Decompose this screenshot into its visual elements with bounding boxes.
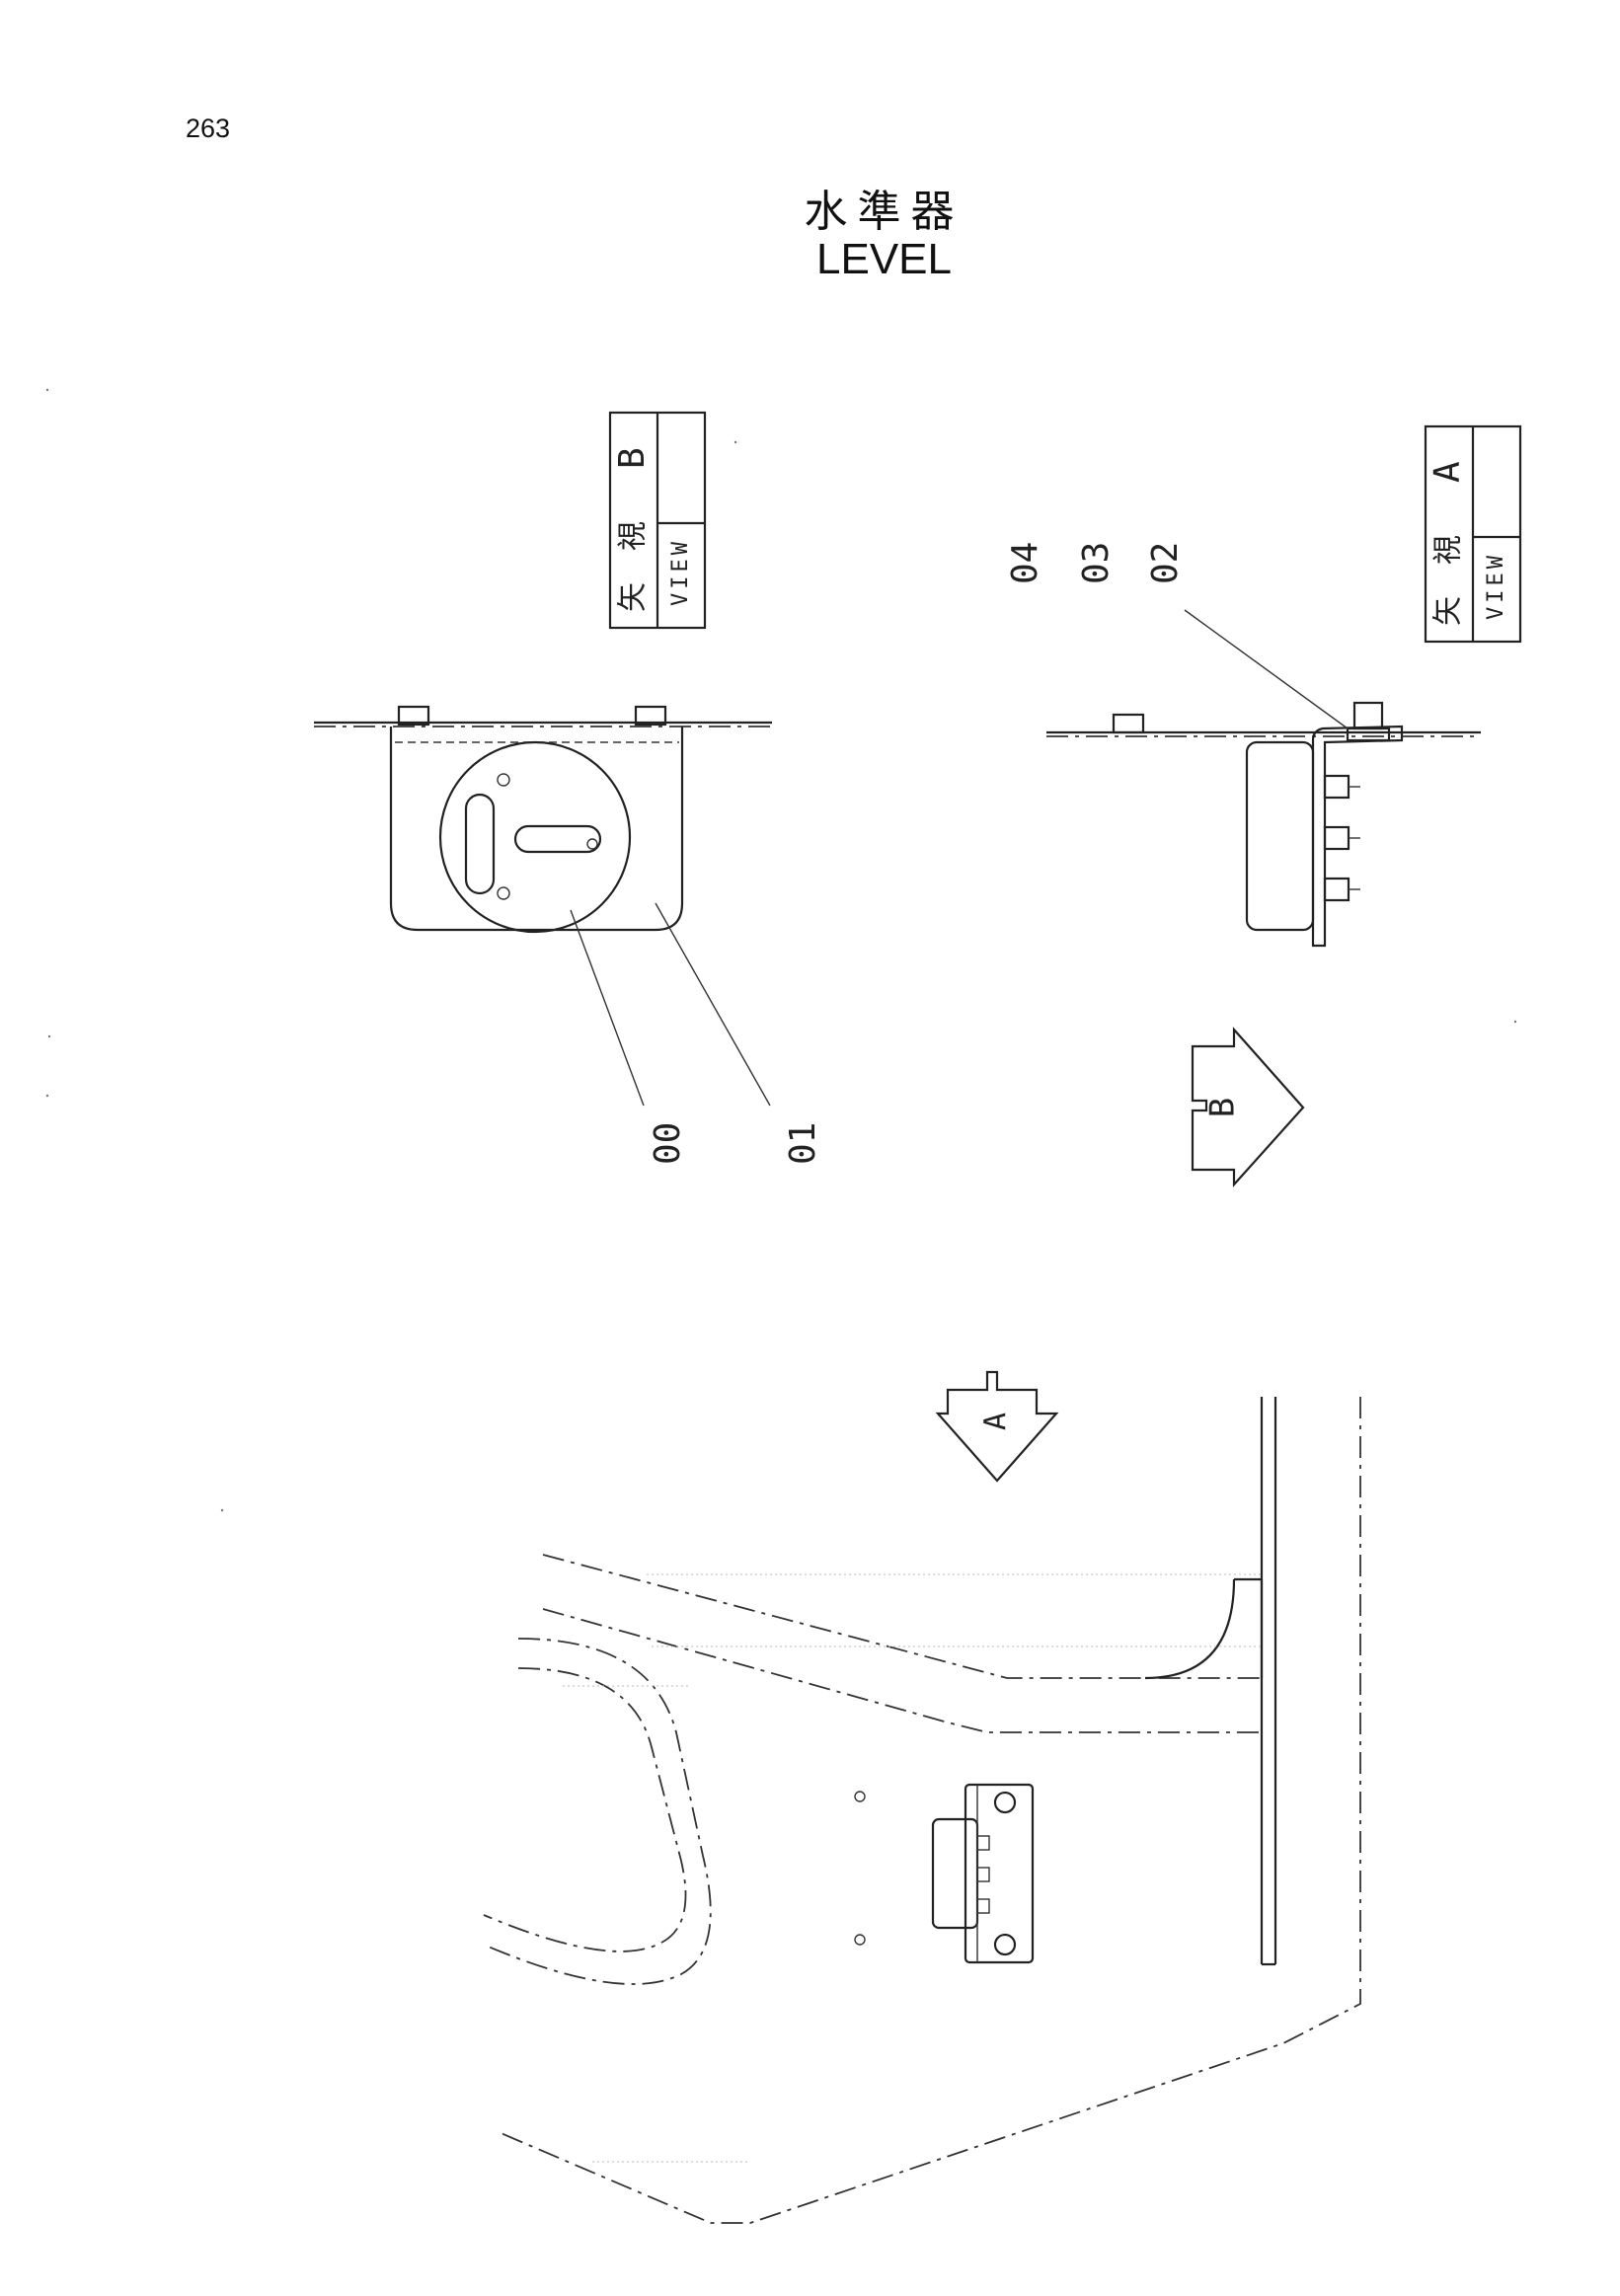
view-b-word: VIEW <box>668 538 693 606</box>
view-a-word: VIEW <box>1484 552 1508 620</box>
view-a-kanji-1: 矢 <box>1431 596 1466 626</box>
view-b-letter: B <box>612 447 653 469</box>
view-b-drawing <box>314 705 772 1107</box>
arrow-a-letter: A <box>979 1413 1014 1430</box>
title-english: LEVEL <box>816 235 952 283</box>
page-number: 263 <box>186 114 231 143</box>
part-label-00: 00 <box>648 1122 688 1165</box>
arrow-b-letter: B <box>1203 1098 1243 1117</box>
part-label-01: 01 <box>783 1122 823 1165</box>
part-label-02: 02 <box>1145 542 1186 584</box>
view-a-kanji-2: 視 <box>1431 535 1466 565</box>
view-b-label-box: 矢 視 B VIEW <box>608 411 707 630</box>
title-japanese: 水準器 <box>804 187 964 237</box>
view-b-arrow: B <box>1191 1027 1305 1187</box>
view-b-kanji-1: 矢 <box>616 582 651 612</box>
view-a-label-box: 矢 視 A VIEW <box>1424 424 1522 644</box>
view-b-kanji-2: 視 <box>616 521 651 551</box>
view-a-drawing <box>1046 609 1481 948</box>
part-label-03: 03 <box>1076 542 1117 584</box>
machine-frame-view <box>483 1397 1361 2224</box>
view-a-letter: A <box>1427 461 1468 483</box>
view-a-arrow: A <box>935 1370 1059 1483</box>
part-label-04: 04 <box>1005 542 1045 584</box>
